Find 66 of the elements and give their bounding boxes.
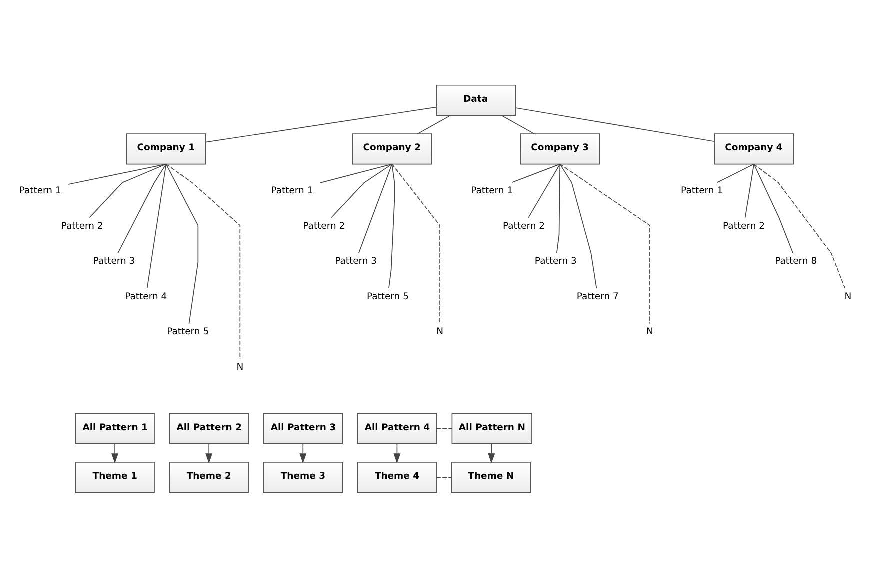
connector <box>89 163 167 218</box>
connector <box>331 163 393 218</box>
node-text: N <box>236 361 244 372</box>
connector <box>436 428 453 429</box>
node-text: Pattern 3 <box>335 256 378 267</box>
connector <box>515 107 715 142</box>
node-text: Pattern 5 <box>167 326 210 338</box>
connector <box>501 114 536 134</box>
node-text: Pattern 2 <box>61 220 104 232</box>
node-box: Theme N <box>451 462 532 493</box>
connector <box>205 106 437 142</box>
node-text: Pattern 1 <box>271 185 314 196</box>
node-box: Company 2 <box>352 133 432 164</box>
connector <box>166 163 241 359</box>
node-box: Company 4 <box>714 133 794 164</box>
node-box: Theme 4 <box>357 462 438 493</box>
arrow <box>488 443 496 464</box>
arrow <box>206 443 213 464</box>
node-box: Company 3 <box>520 133 600 164</box>
connector <box>754 163 846 288</box>
connector <box>716 163 755 183</box>
connector <box>417 114 451 134</box>
node-box: Theme 3 <box>263 462 344 493</box>
node-box: All Pattern 3 <box>263 412 344 444</box>
node-text: Pattern 1 <box>19 185 62 196</box>
connector <box>560 163 650 324</box>
connector <box>754 163 794 253</box>
node-text: Pattern 4 <box>125 290 168 302</box>
connector <box>560 163 598 288</box>
node-box: All Pattern 4 <box>357 412 438 444</box>
node-text: Pattern 2 <box>503 220 545 232</box>
connector <box>528 163 561 218</box>
node-text: Pattern 8 <box>775 256 818 267</box>
node-text: Pattern 5 <box>366 290 409 302</box>
connector <box>166 163 199 324</box>
node-box: All Pattern N <box>452 412 532 444</box>
node-text: Pattern 3 <box>93 256 136 267</box>
node-text: N <box>436 326 444 338</box>
connector <box>512 163 561 183</box>
node-box: Company 1 <box>126 133 206 164</box>
node-text: Pattern 1 <box>681 185 724 196</box>
node-text: Pattern 2 <box>303 220 346 232</box>
arrow <box>112 443 119 464</box>
connector <box>68 163 167 184</box>
connector <box>118 163 167 253</box>
node-box: All Pattern 1 <box>75 412 155 444</box>
arrow <box>394 443 401 464</box>
node-text: N <box>646 326 654 338</box>
node-box: Theme 1 <box>75 462 155 493</box>
connector <box>556 163 561 254</box>
node-text: Pattern 3 <box>534 256 577 267</box>
connector <box>358 163 393 254</box>
node-text: Pattern 1 <box>471 185 514 196</box>
connector <box>388 163 396 288</box>
connector <box>146 163 167 288</box>
connector <box>320 163 393 183</box>
node-text: Pattern 7 <box>576 290 619 302</box>
node-box: Theme 2 <box>169 462 249 493</box>
connector <box>392 163 440 324</box>
node-text: Pattern 2 <box>723 220 766 232</box>
node-box: All Pattern 2 <box>169 412 249 444</box>
connector <box>744 163 755 218</box>
node-box: Data <box>436 84 516 116</box>
arrow <box>300 443 307 464</box>
node-text: N <box>844 290 852 302</box>
connector <box>436 476 452 478</box>
